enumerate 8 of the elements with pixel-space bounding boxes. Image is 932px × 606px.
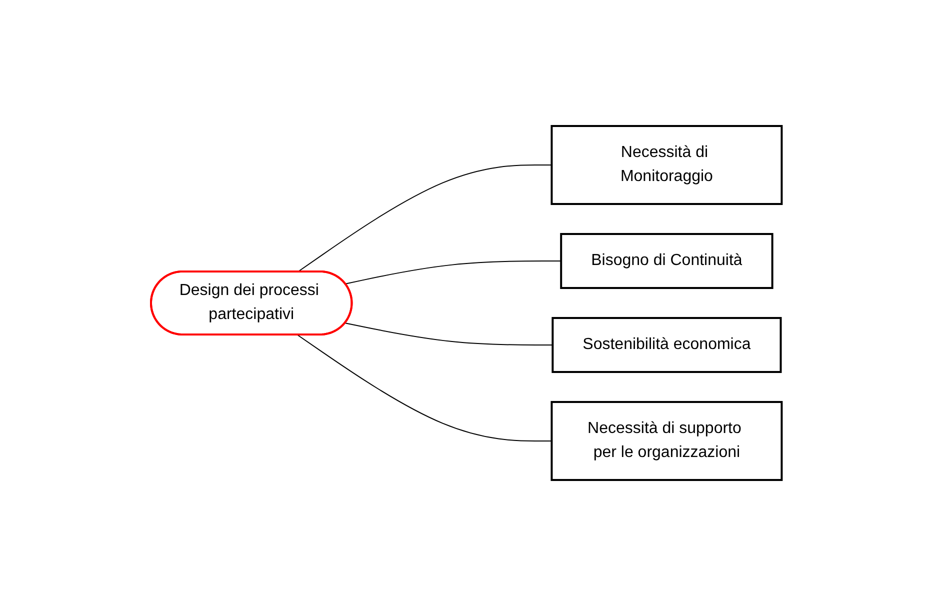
node-box: Necessità di Monitoraggio xyxy=(550,125,782,205)
node-box: Bisogno di Continuità xyxy=(560,233,773,289)
connector xyxy=(296,164,552,272)
node-box: Necessità di supporto per le organizzazioni xyxy=(550,401,782,481)
node-box: Sostenibilità economica xyxy=(551,317,782,373)
connector xyxy=(296,334,552,442)
connector xyxy=(344,260,562,284)
connector xyxy=(344,322,553,346)
